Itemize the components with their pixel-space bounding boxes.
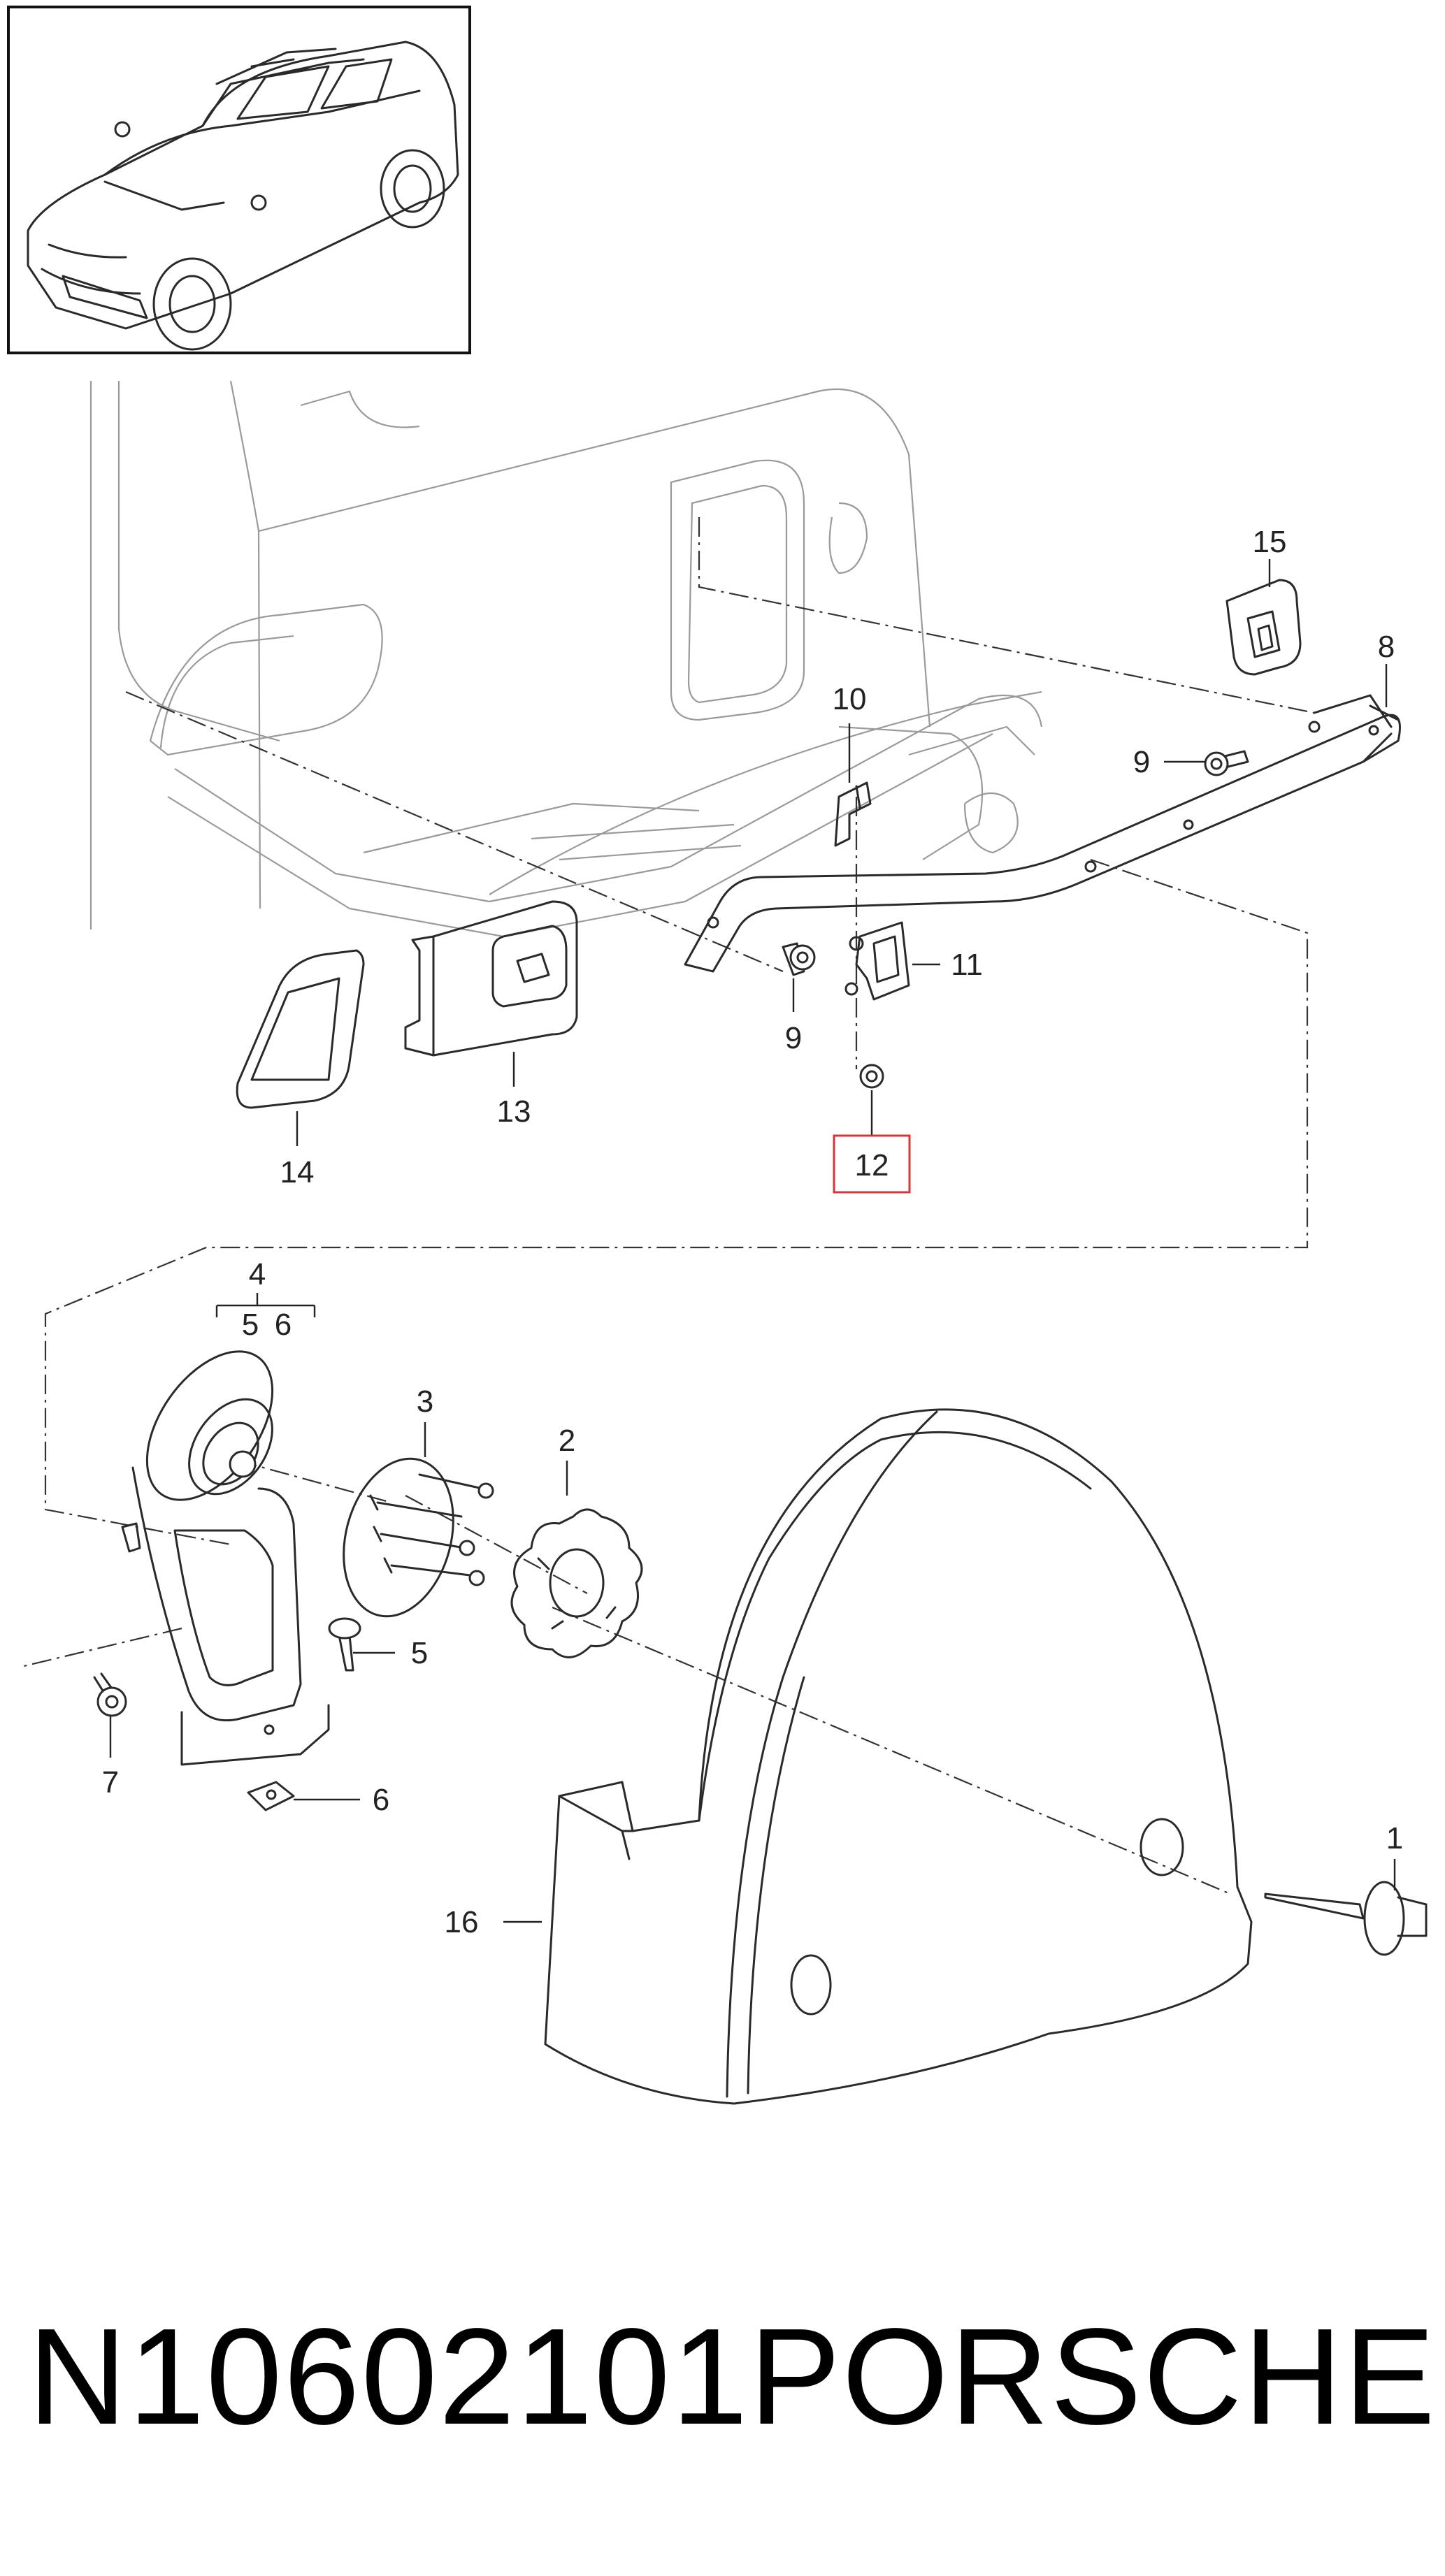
part-8-rail (684, 694, 1401, 973)
part-1-pin (1264, 1881, 1428, 1956)
callout-5: 5 (411, 1636, 428, 1670)
reference-lines (20, 517, 1315, 1895)
part-10-bracket (834, 781, 872, 847)
part-15-cap (1225, 579, 1302, 676)
leader-lines (109, 559, 1396, 1923)
callout-9-lower: 9 (785, 1021, 802, 1055)
callout-10: 10 (833, 682, 867, 716)
callout-16: 16 (445, 1905, 479, 1939)
part-9-bolt-lower (782, 942, 816, 976)
part-5-bolt (328, 1617, 361, 1672)
highlight-box-12 (833, 1134, 911, 1194)
part-14-panel (236, 949, 365, 1109)
callout-7: 7 (102, 1765, 119, 1800)
callout-14: 14 (280, 1155, 315, 1189)
vehicle-thumbnail (7, 6, 471, 354)
callout-13: 13 (497, 1094, 531, 1129)
part-9-bolt-upper (1204, 750, 1249, 776)
part-6-nut (247, 1781, 295, 1811)
callout-1: 1 (1386, 1821, 1403, 1855)
part-4-winch (121, 1350, 330, 1766)
part-11-bracket (844, 921, 910, 1001)
callout-labels: 1 2 3 4 5 6 5 6 7 8 9 9 10 11 12 13 14 1… (102, 525, 1403, 1939)
callout-9-upper: 9 (1133, 745, 1150, 779)
brand-name: PORSCHE (749, 2299, 1437, 2453)
callout-5-group: 5 (242, 1308, 259, 1342)
callout-6-group: 6 (275, 1308, 292, 1342)
callout-4: 4 (249, 1257, 266, 1291)
callout-12: 12 (855, 1148, 889, 1182)
part-7-bolt (93, 1672, 127, 1717)
part-13-panel (404, 900, 578, 1057)
callout-15: 15 (1253, 525, 1287, 559)
vehicle-body-shell (89, 380, 1043, 938)
part-3-stud-plate (343, 1457, 494, 1618)
callout-11: 11 (951, 948, 983, 982)
part-number: N10602101 (28, 2299, 749, 2453)
part-2-star-knob (510, 1508, 643, 1658)
callout-8: 8 (1378, 630, 1395, 664)
callout-2: 2 (559, 1424, 575, 1458)
part-16-cover (544, 1408, 1253, 2105)
part-12-screw (859, 1064, 884, 1089)
callout-3: 3 (417, 1384, 433, 1419)
callout-6: 6 (373, 1783, 389, 1817)
caption: N10602101 PORSCHE (28, 2299, 1435, 2453)
